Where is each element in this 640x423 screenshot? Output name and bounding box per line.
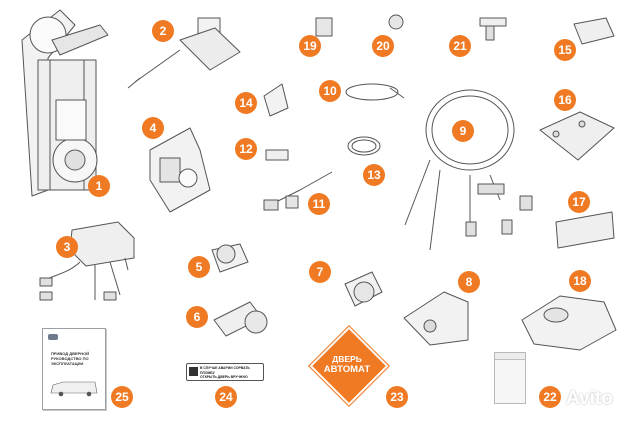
part-22-bag <box>494 352 526 404</box>
door-sign-line-2: АВТОМАТ <box>323 364 371 375</box>
badge-24: 24 <box>215 386 237 408</box>
badge-13: 13 <box>363 164 385 186</box>
badge-2: 2 <box>152 20 174 42</box>
badge-16: 16 <box>554 89 576 111</box>
badge-7: 7 <box>309 261 331 283</box>
manual-logo <box>48 334 58 340</box>
part-14-small-bracket <box>263 83 289 117</box>
manual-title: ПРИВОД ДВЕРНОЙ <box>51 351 90 356</box>
badge-14: 14 <box>235 92 257 114</box>
part-23-door-sign: ДВЕРЬ АВТОМАТ <box>307 324 391 408</box>
part-17-rubber-block <box>555 211 615 249</box>
part-2-actuator <box>127 17 241 89</box>
part-24-sticker: В СЛУЧАЕ АВАРИИ СОРВАТЬ ПЛОМБУ ОТКРЫТЬ Д… <box>186 363 264 381</box>
van-illustration <box>50 381 98 397</box>
badge-1: 1 <box>88 175 110 197</box>
part-12-fuse <box>265 149 289 161</box>
part-25-manual: ПРИВОД ДВЕРНОЙ РУКОВОДСТВО ПО ЭКСПЛУАТАЦ… <box>42 328 106 410</box>
sticker-text: В СЛУЧАЕ АВАРИИ СОРВАТЬ ПЛОМБУ ОТКРЫТЬ Д… <box>200 366 262 380</box>
door-sign-line-1: ДВЕРЬ <box>332 354 362 364</box>
part-3-control-unit <box>39 221 135 301</box>
part-9-wire-harness <box>404 89 533 251</box>
part-5-wheel <box>211 243 249 273</box>
badge-3: 3 <box>56 236 78 258</box>
bag-seal <box>495 353 525 360</box>
badge-21: 21 <box>449 35 471 57</box>
part-8-angle-bracket <box>403 291 469 346</box>
part-15-clip <box>573 17 615 45</box>
part-1-drive-unit <box>21 9 109 197</box>
badge-9: 9 <box>452 120 474 142</box>
part-10-cable <box>345 83 405 101</box>
part-7-roller-plate <box>344 271 383 307</box>
badge-22: 22 <box>539 386 561 408</box>
badge-4: 4 <box>142 117 164 139</box>
part-21-switch <box>479 17 507 41</box>
manual-subtitle: РУКОВОДСТВО ПО ЭКСПЛУАТАЦИИ <box>51 356 89 366</box>
badge-11: 11 <box>308 193 330 215</box>
part-18-cover <box>521 295 617 351</box>
badge-17: 17 <box>568 191 590 213</box>
badge-25: 25 <box>111 386 133 408</box>
badge-15: 15 <box>554 39 576 61</box>
badge-10: 10 <box>319 80 341 102</box>
badge-5: 5 <box>188 256 210 278</box>
badge-12: 12 <box>235 138 257 160</box>
badge-23: 23 <box>386 386 408 408</box>
badge-18: 18 <box>569 270 591 292</box>
badge-6: 6 <box>186 306 208 328</box>
manual-title-block: ПРИВОД ДВЕРНОЙ РУКОВОДСТВО ПО ЭКСПЛУАТАЦ… <box>51 351 99 366</box>
part-16-pad <box>539 111 615 161</box>
part-13-coil <box>347 136 381 156</box>
sticker-line-2: ОТКРЫТЬ ДВЕРЬ ВРУЧНУЮ <box>200 375 248 379</box>
part-19-connector <box>315 17 333 37</box>
badge-20: 20 <box>372 35 394 57</box>
part-4-bracket-motor <box>149 127 211 213</box>
badge-19: 19 <box>299 35 321 57</box>
sticker-arrow-icon <box>189 367 198 376</box>
sticker-line-1: В СЛУЧАЕ АВАРИИ СОРВАТЬ ПЛОМБУ <box>200 366 250 375</box>
avito-watermark: Avito <box>566 388 613 409</box>
part-11-wire <box>263 171 333 211</box>
part-20-button <box>388 14 404 30</box>
badge-8: 8 <box>458 271 480 293</box>
part-6-roller-bracket <box>213 301 268 337</box>
